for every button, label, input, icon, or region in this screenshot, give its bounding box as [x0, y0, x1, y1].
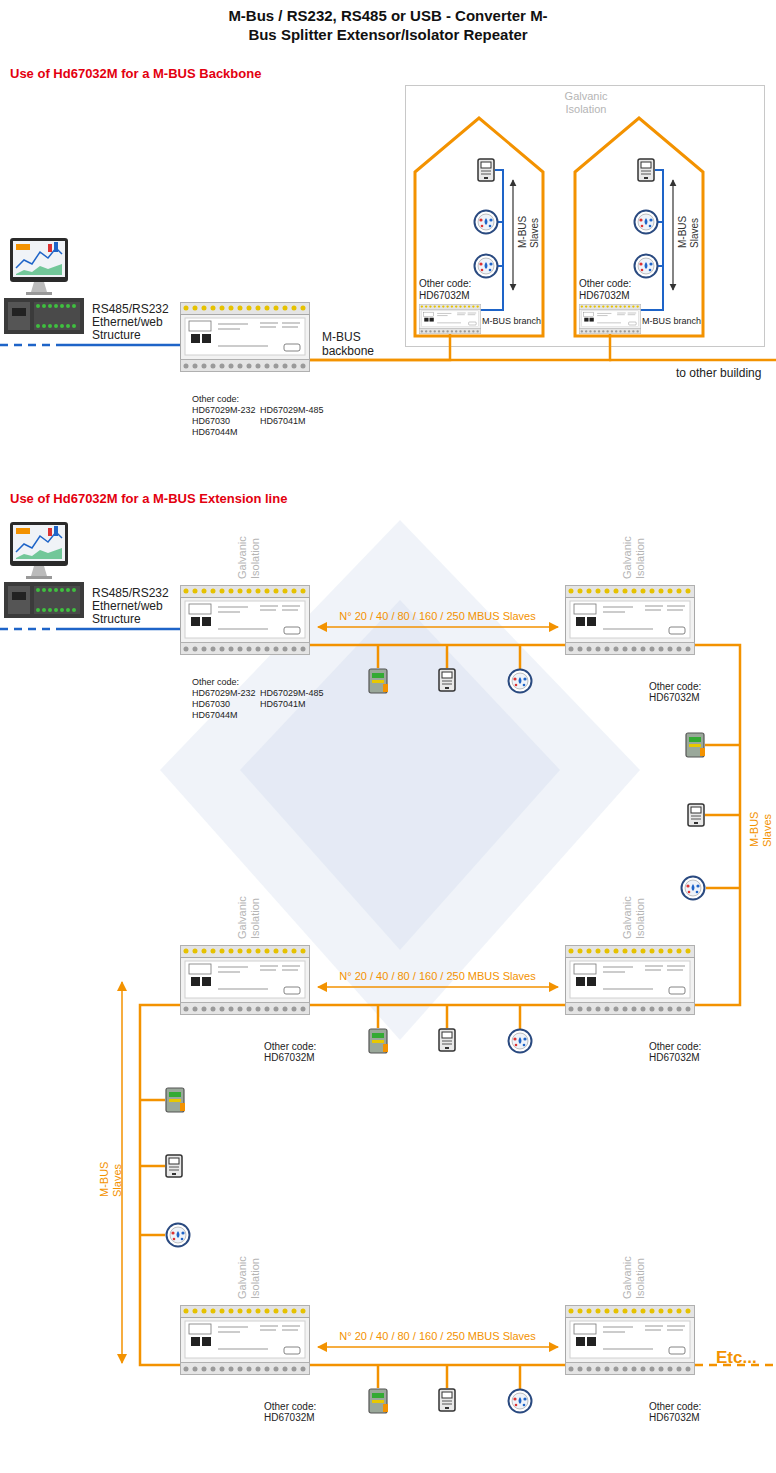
diagram-label: M-BUS branch	[642, 316, 701, 327]
pc-plc-icon	[4, 522, 84, 618]
span-arrow	[513, 180, 673, 290]
diagram-label: N° 20 / 40 / 80 / 160 / 250 MBUS Slaves	[315, 610, 560, 623]
mbus-device: Other code: HD67029M-232 HD67030 HD67044…	[180, 302, 310, 372]
diagram-label: RS485/RS232 Ethernet/web Structure	[92, 303, 177, 342]
node-text: Galvanic Isolation	[621, 519, 647, 579]
device-image	[181, 946, 310, 1015]
mbus-device: Galvanic IsolationOther code: HD67032M	[565, 945, 695, 1015]
device-image	[579, 304, 641, 334]
meter-icons	[166, 669, 705, 1413]
diagram-label: M-BUS Slaves	[748, 795, 774, 847]
node-text: Galvanic Isolation	[236, 879, 262, 939]
node-text: HD67029M-485 HD67041M	[260, 405, 326, 427]
pc-plc-icon	[4, 238, 84, 334]
node-text: Other code: HD67032M	[264, 1041, 326, 1063]
node-text: Other code: HD67032M	[264, 1401, 326, 1423]
branch-line	[480, 170, 663, 310]
isolation-zone: Galvanic IsolationM-BUS SlavesOther code…	[405, 85, 765, 347]
device-drawing	[180, 585, 310, 655]
device-image	[566, 1306, 695, 1375]
mbus-device: Other code: HD67032M	[419, 304, 481, 334]
node-text: Other code: HD67032M	[649, 1041, 711, 1063]
device-drawing	[180, 1305, 310, 1375]
diagram-label: Use of Hd67032M for a M-BUS Extension li…	[10, 491, 287, 507]
node-text: Galvanic Isolation	[236, 1239, 262, 1299]
mbus-device: Galvanic IsolationOther code: HD67029M-2…	[180, 585, 310, 655]
rs485-line	[0, 345, 180, 629]
node-text: HD67029M-485 HD67041M	[260, 688, 326, 710]
device-image	[181, 303, 310, 372]
diagram-label: M-BUS branch	[482, 316, 541, 327]
building-outline: M-BUS SlavesOther code: HD67032M	[413, 116, 545, 338]
device-drawing	[579, 304, 641, 334]
house-outline	[575, 118, 703, 336]
diagram-label: Use of Hd67032M for a M-BUS Backbone	[10, 66, 261, 82]
node-text: M-BUS Slaves	[677, 196, 701, 248]
node-text: Other code: HD67032M	[419, 278, 483, 302]
device-image	[181, 586, 310, 655]
device-drawing	[419, 304, 481, 334]
device-drawing	[565, 585, 695, 655]
device-image	[419, 304, 481, 334]
node-text: M-BUS Slaves	[517, 196, 541, 248]
diagram-label: RS485/RS232 Ethernet/web Structure	[92, 587, 177, 626]
edge-label: M-BUS backbone	[322, 330, 392, 358]
building-outline: M-BUS SlavesOther code: HD67032M	[573, 116, 705, 338]
diagram-label: N° 20 / 40 / 80 / 160 / 250 MBUS Slaves	[315, 1330, 560, 1343]
meter-icons	[475, 159, 658, 278]
device-drawing	[565, 1305, 695, 1375]
mbus-connector	[695, 645, 740, 1005]
mbus-connector	[310, 1364, 565, 1367]
bus-line	[140, 360, 776, 1389]
node-text: Galvanic Isolation	[236, 519, 262, 579]
mbus-device: Galvanic IsolationOther code: HD67032M	[565, 585, 695, 655]
diagram-label: N° 20 / 40 / 80 / 160 / 250 MBUS Slaves	[315, 970, 560, 983]
device-drawing	[565, 945, 695, 1015]
node-text: Other code: HD67032M	[649, 681, 711, 703]
span-arrow	[122, 627, 558, 1363]
mbus-device: Galvanic IsolationOther code: HD67032M	[565, 1305, 695, 1375]
mbus-device: Galvanic IsolationOther code: HD67032M	[180, 945, 310, 1015]
house-outline	[415, 118, 543, 336]
node-text: Other code: HD67032M	[649, 1401, 711, 1423]
mbus-device: Galvanic IsolationOther code: HD67032M	[180, 1305, 310, 1375]
mbus-connector	[140, 1005, 180, 1365]
diagram-title: M-Bus / RS232, RS485 or USB - Converter …	[153, 6, 623, 44]
node-text: Galvanic Isolation	[621, 1239, 647, 1299]
mbus-connector	[310, 1004, 565, 1007]
node-text: Galvanic Isolation	[556, 90, 616, 116]
node-text: Other code: HD67029M-232 HD67030 HD67044…	[192, 394, 258, 438]
node-text: Other code: HD67029M-232 HD67030 HD67044…	[192, 677, 258, 721]
device-image	[566, 586, 695, 655]
device-drawing	[180, 945, 310, 1015]
mbus-device: Other code: HD67032M	[579, 304, 641, 334]
device-image	[566, 946, 695, 1015]
diagram-label: to other building	[676, 366, 761, 380]
device-drawing	[180, 302, 310, 372]
device-image	[181, 1306, 310, 1375]
mbus-connector	[310, 644, 565, 647]
node-text: Other code: HD67032M	[579, 278, 643, 302]
node-text: Galvanic Isolation	[621, 879, 647, 939]
diagram-label: Etc...	[716, 1348, 757, 1368]
diagram-label: M-BUS Slaves	[98, 1145, 124, 1197]
